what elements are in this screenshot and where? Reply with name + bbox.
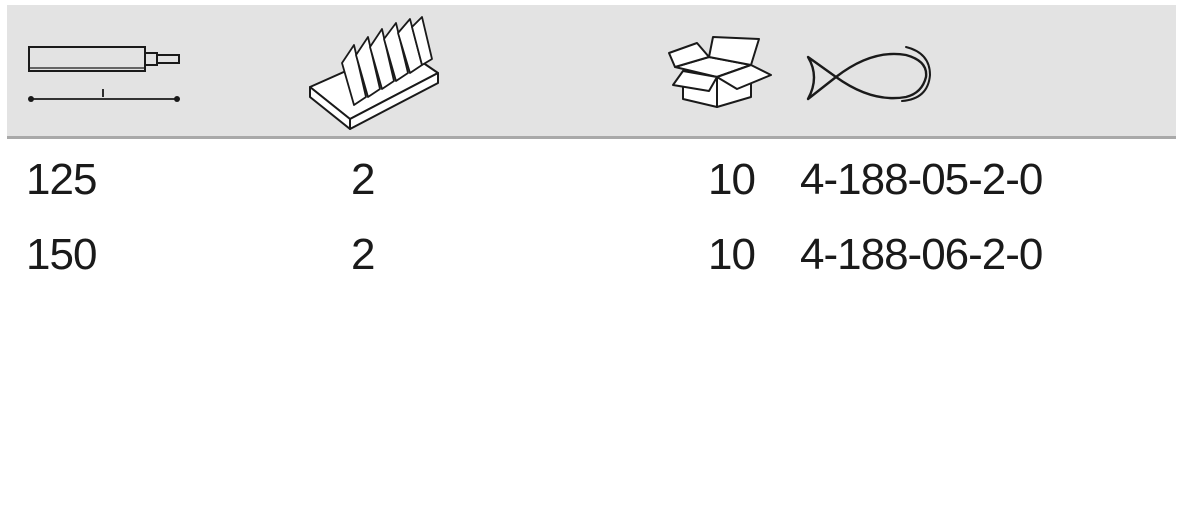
table-row: 125 2 10 4-188-05-2-0 [0, 150, 1183, 210]
table-header [7, 5, 1176, 139]
table-row: 150 2 10 4-188-06-2-0 [0, 225, 1183, 285]
file-cut-teeth-icon [302, 16, 452, 130]
package-box-icon [667, 36, 787, 109]
quantity-cell: 10 [708, 155, 756, 204]
article-code-cell: 4-188-05-2-0 [800, 155, 1043, 204]
cut-cell: 2 [351, 230, 376, 279]
length-dimension-icon [27, 41, 187, 107]
length-cell: 125 [26, 155, 97, 204]
fish-article-code-icon [802, 43, 936, 107]
length-cell: 150 [26, 230, 97, 279]
cut-cell: 2 [351, 155, 376, 204]
article-code-cell: 4-188-06-2-0 [800, 230, 1043, 279]
quantity-cell: 10 [708, 230, 756, 279]
